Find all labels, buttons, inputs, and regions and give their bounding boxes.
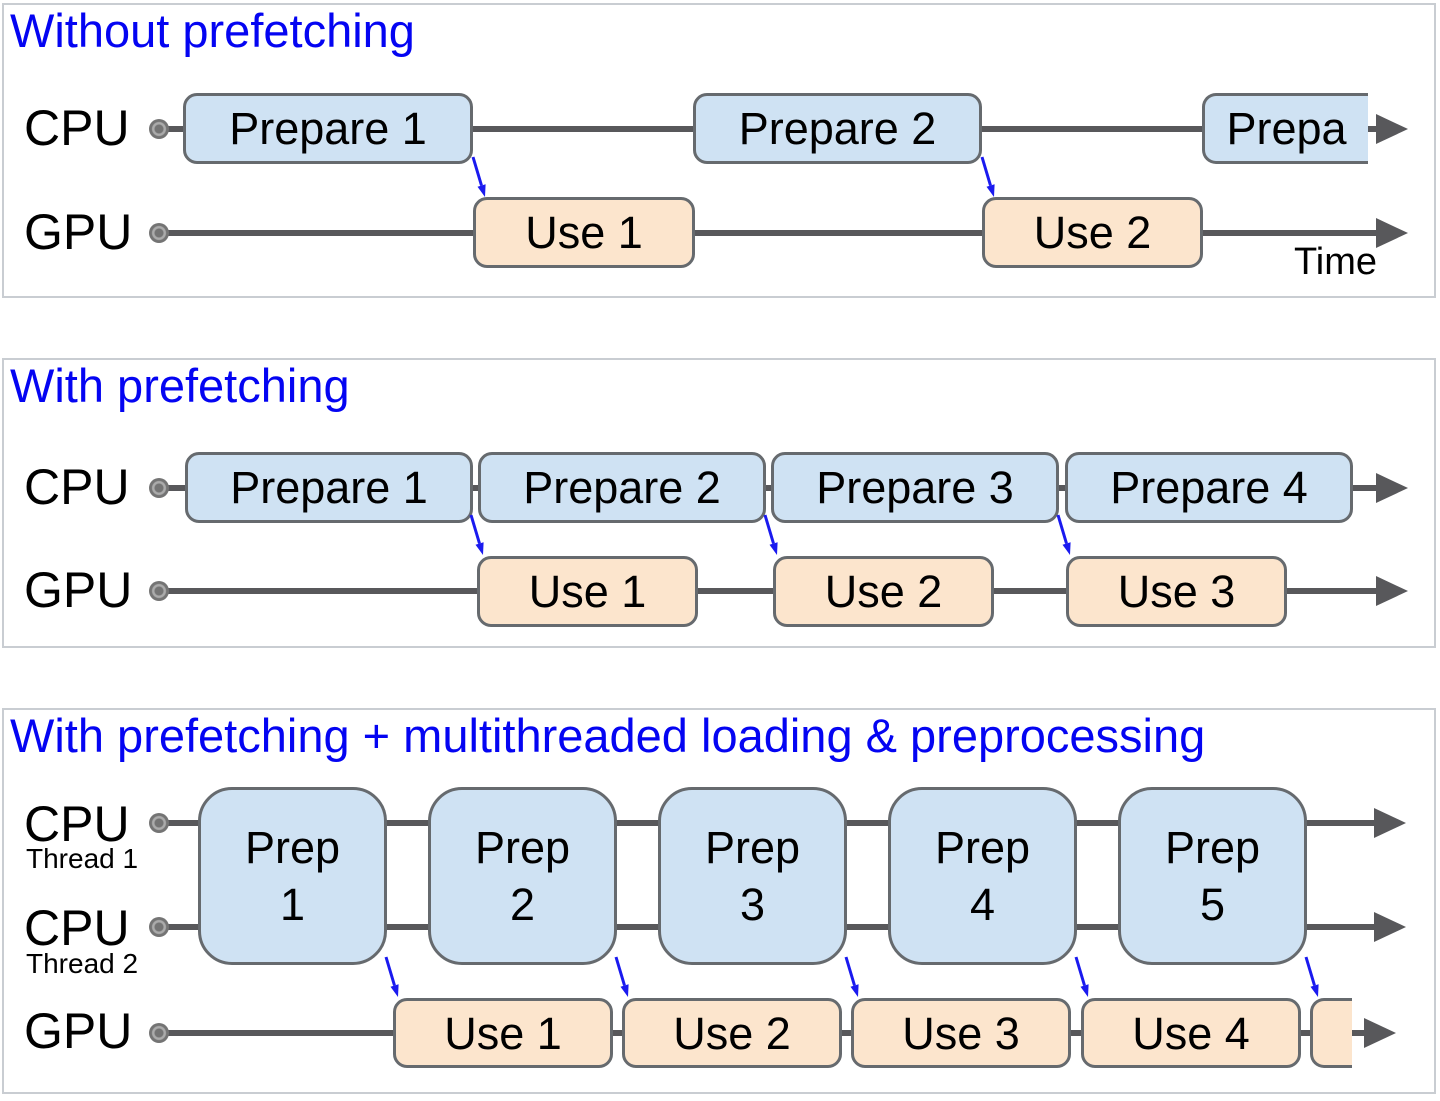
use-box-label: Use 3 (902, 1007, 1020, 1059)
time-axis-label: Time (1294, 241, 1378, 283)
use-box: Use 2 (982, 197, 1203, 268)
panel1-cpu-label: CPU (24, 100, 130, 156)
cpu-timeline-arrowhead-icon (1376, 114, 1408, 144)
panel3-thread2-start-dot (149, 917, 169, 937)
prep-box: Prep 3 (658, 787, 847, 965)
gpu-timeline-arrowhead-icon (1376, 218, 1408, 248)
prepare-box: Prepare 1 (183, 93, 473, 164)
cpu-timeline-arrowhead-icon (1376, 473, 1408, 503)
panel2-gpu-timeline (159, 588, 1384, 594)
prepare-box-label: Prepare 3 (816, 462, 1014, 513)
prefetch-arrow-icon (468, 155, 492, 199)
panel2-cpu-label: CPU (24, 459, 130, 515)
prefetch-arrow-icon (1301, 955, 1325, 999)
prep-box-word: Prep (474, 821, 571, 873)
prep-box-number: 2 (509, 879, 536, 930)
prepare-box-label: Prepare 4 (1110, 462, 1308, 513)
gpu-timeline-arrowhead-icon (1364, 1018, 1396, 1048)
panel3-gpu-label: GPU (24, 1003, 133, 1059)
prep-box-word: Prep (704, 821, 801, 873)
prepare-box-clipped: Prepa (1202, 93, 1368, 164)
prefetch-arrow-icon (381, 955, 405, 999)
use-box-label: Use 1 (444, 1007, 562, 1059)
panel2-cpu-timeline-start-dot (149, 478, 169, 498)
use-box-label: Use 2 (1033, 207, 1152, 258)
panel1-title: Without prefetching (10, 4, 415, 57)
panel1-gpu-timeline-start-dot (149, 223, 169, 243)
use-box-label: Use 3 (1117, 566, 1236, 617)
prepare-box: Prepare 1 (185, 452, 473, 523)
prefetch-arrow-icon (1053, 513, 1077, 557)
panel3-cpu1-label: CPU (24, 796, 130, 852)
panel3-thread1-label: Thread 1 (26, 843, 139, 874)
panel2-gpu-label: GPU (24, 562, 133, 618)
use-box: Use 4 (1081, 998, 1301, 1068)
prepare-box-label: Prepa (1226, 103, 1347, 154)
use-box: Use 2 (622, 998, 842, 1068)
prep-box: Prep 1 (198, 787, 387, 965)
panel1-gpu-label: GPU (24, 204, 133, 260)
use-box-clipped (1310, 998, 1352, 1068)
prepare-box-label: Prepare 2 (523, 462, 721, 513)
thread1-timeline-arrowhead-icon (1374, 808, 1406, 838)
thread2-timeline-arrowhead-icon (1374, 912, 1406, 942)
panel1-gpu-timeline (159, 230, 1384, 236)
panel2-title: With prefetching (10, 359, 350, 412)
prepare-box: Prepare 2 (478, 452, 766, 523)
prep-box-word: Prep (1164, 821, 1261, 873)
use-box: Use 2 (773, 556, 994, 627)
prepare-box-label: Prepare 2 (738, 103, 937, 154)
gpu-timeline-arrowhead-icon (1376, 576, 1408, 606)
panel3-cpu2-label: CPU (24, 900, 130, 956)
use-box: Use 1 (473, 197, 695, 268)
prepare-box-label: Prepare 1 (230, 462, 428, 513)
use-box: Use 3 (851, 998, 1071, 1068)
prep-box-number: 3 (739, 879, 766, 930)
prep-box: Prep 2 (428, 787, 617, 965)
panel1-cpu-timeline-start-dot (149, 119, 169, 139)
use-box: Use 3 (1066, 556, 1287, 627)
prepare-box: Prepare 4 (1065, 452, 1353, 523)
use-box-label: Use 2 (824, 566, 943, 617)
panel3-thread2-label: Thread 2 (26, 948, 139, 979)
prep-box-number: 1 (279, 879, 306, 930)
prefetch-arrow-icon (611, 955, 635, 999)
prep-box-word: Prep (244, 821, 341, 873)
use-box-label: Use 2 (673, 1007, 791, 1059)
prepare-box: Prepare 3 (771, 452, 1059, 523)
prefetch-arrow-icon (977, 155, 1001, 199)
panel2-gpu-timeline-start-dot (149, 581, 169, 601)
prepare-box-label: Prepare 1 (229, 103, 427, 154)
prep-box: Prep 4 (888, 787, 1077, 965)
prep-box: Prep 5 (1118, 787, 1307, 965)
prep-box-number: 5 (1199, 879, 1226, 930)
prep-box-number: 4 (969, 879, 996, 930)
prefetch-arrow-icon (1071, 955, 1095, 999)
prefetch-arrow-icon (466, 513, 490, 557)
prefetch-arrow-icon (841, 955, 865, 999)
use-box: Use 1 (393, 998, 613, 1068)
use-box-label: Use 4 (1132, 1007, 1250, 1059)
panel3-thread1-start-dot (149, 813, 169, 833)
prefetch-arrow-icon (760, 513, 784, 557)
use-box-label: Use 1 (525, 207, 643, 258)
prep-box-word: Prep (934, 821, 1031, 873)
panel3-title: With prefetching + multithreaded loading… (10, 709, 1206, 762)
panel3-gpu-start-dot (149, 1023, 169, 1043)
use-box: Use 1 (477, 556, 698, 627)
prepare-box: Prepare 2 (693, 93, 982, 164)
use-box-label: Use 1 (528, 566, 647, 617)
